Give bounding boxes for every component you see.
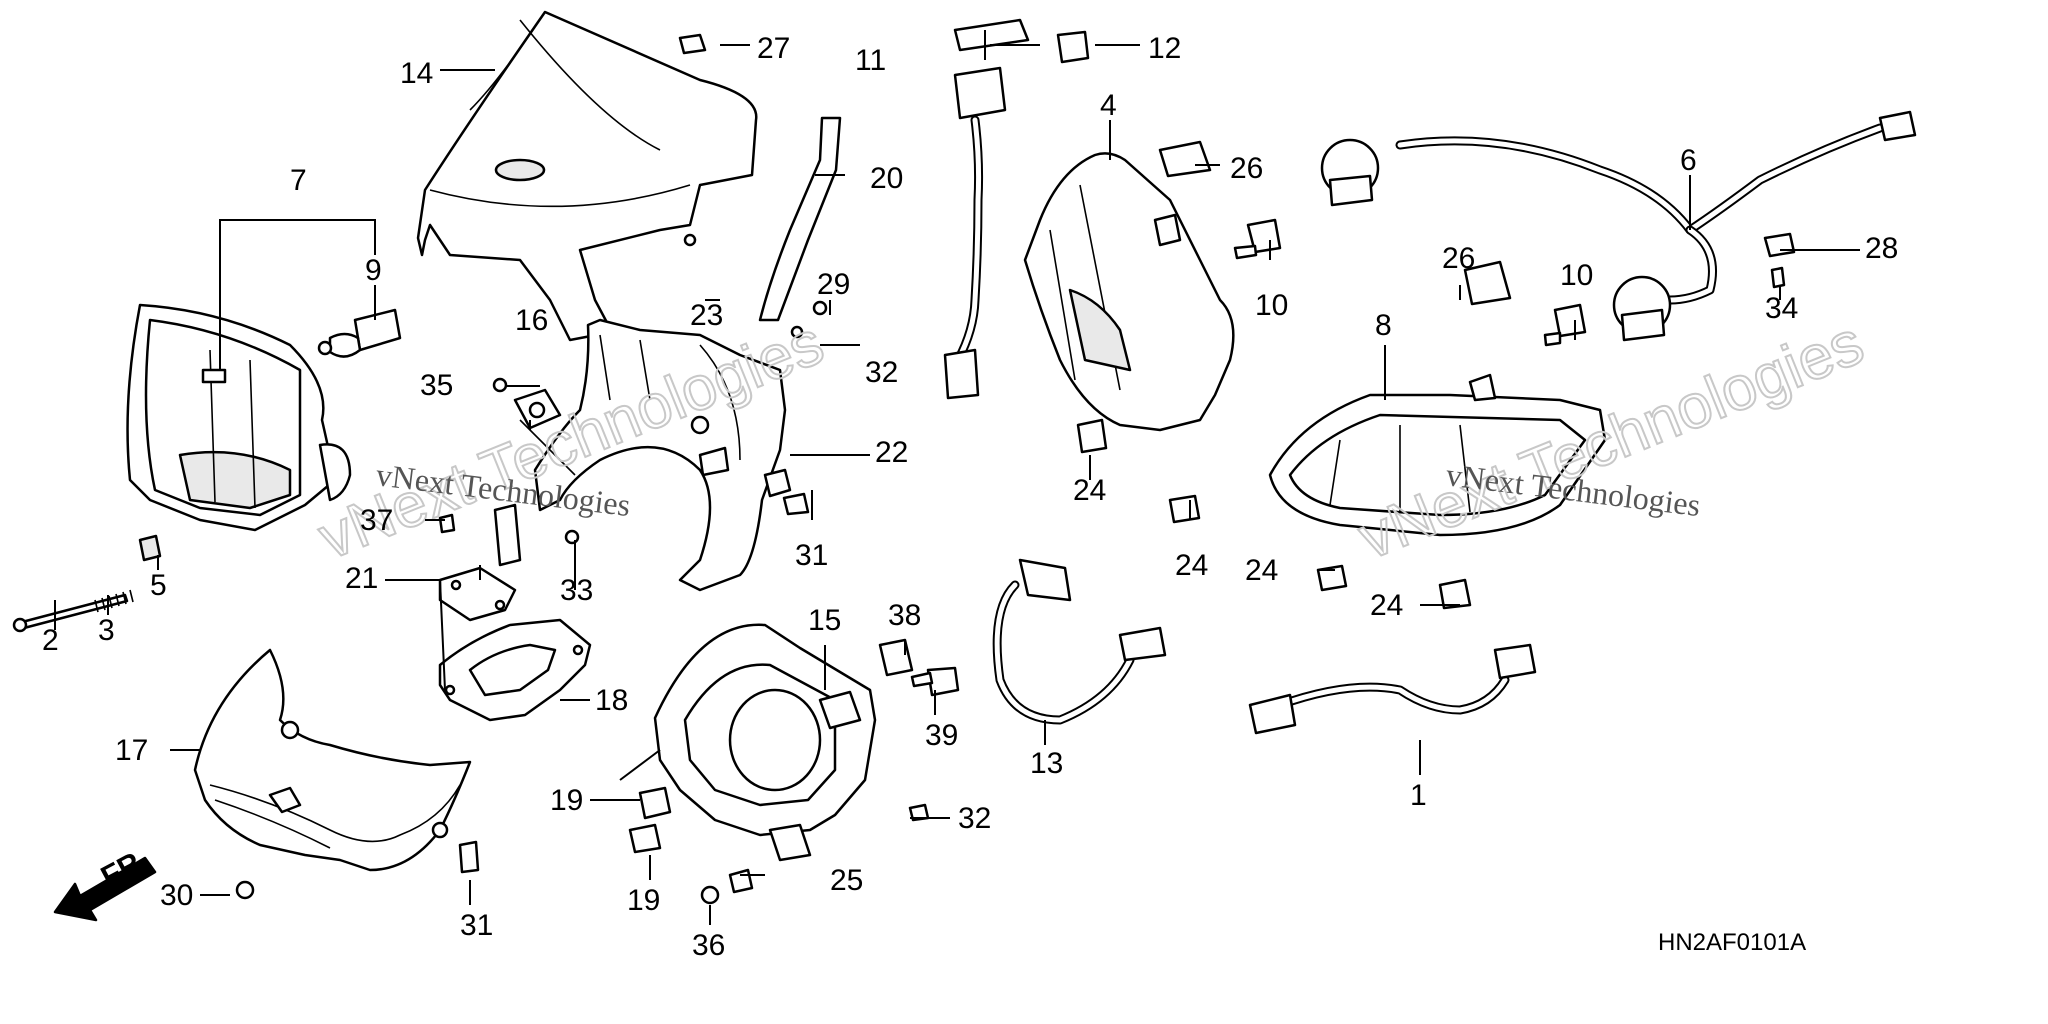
small-bulb-part (1056, 30, 1090, 64)
callout-8: 8 (1375, 309, 1392, 342)
headlight-mount-part (653, 623, 877, 862)
callout-32a: 32 (865, 356, 898, 389)
bulb-parts (1233, 218, 1587, 347)
callout-26a: 26 (1230, 152, 1263, 185)
front-direction-arrow: FR. (53, 842, 157, 922)
socket-wire-part (943, 18, 1030, 400)
top-cover-part (416, 10, 758, 342)
callout-26b: 26 (1442, 242, 1475, 275)
callout-24c: 24 (1245, 554, 1278, 587)
left-headlight-part (126, 303, 352, 532)
collar-parts (628, 786, 672, 854)
callout-4: 4 (1100, 89, 1117, 122)
callout-31b: 31 (460, 909, 493, 942)
callout-1: 1 (1410, 779, 1427, 812)
rubber-boot-parts (1158, 140, 1512, 306)
callout-24a: 24 (1073, 474, 1106, 507)
callout-13: 13 (1030, 747, 1063, 780)
callout-32b: 32 (958, 802, 991, 835)
callout-25: 25 (830, 864, 863, 897)
callout-19b: 19 (627, 884, 660, 917)
callout-37: 37 (360, 504, 393, 537)
callout-34: 34 (1765, 292, 1798, 325)
callout-28: 28 (1865, 232, 1898, 265)
leader-lines (54, 30, 1860, 925)
callout-31a: 31 (795, 539, 828, 572)
grommet-parts (1076, 418, 1472, 610)
headlight-case-part (533, 318, 792, 592)
callout-16: 16 (515, 304, 548, 337)
breather-hose-part (758, 116, 842, 322)
small-screw-parts (235, 233, 930, 900)
sub-harness-part (992, 558, 1167, 725)
callout-15: 15 (808, 604, 841, 637)
callout-9: 9 (365, 254, 382, 287)
callout-36: 36 (692, 929, 725, 962)
callout-39: 39 (925, 719, 958, 752)
callout-10a: 10 (1255, 289, 1288, 322)
callout-27: 27 (757, 32, 790, 65)
right-headlight-lower-part (1268, 373, 1607, 537)
bracket-plate-part (438, 618, 592, 722)
callout-5: 5 (150, 569, 167, 602)
callout-24b: 24 (1175, 549, 1208, 582)
callout-6: 6 (1680, 144, 1697, 177)
callout-30: 30 (160, 879, 193, 912)
headlight-bulb-part (317, 308, 402, 358)
callout-20: 20 (870, 162, 903, 195)
adjuster-screw-assembly (12, 534, 162, 633)
callout-21: 21 (345, 562, 378, 595)
callout-3: 3 (98, 614, 115, 647)
callout-33: 33 (560, 574, 593, 607)
callout-29: 29 (817, 268, 850, 301)
harness-clamp-parts (1763, 232, 1796, 289)
bolt-collar-parts (878, 638, 960, 697)
callout-labels: 14 7 9 2 3 5 17 27 11 12 20 4 26 10 26 1… (42, 32, 1898, 962)
callout-35: 35 (420, 369, 453, 402)
callout-23: 23 (690, 299, 723, 332)
callout-12: 12 (1148, 32, 1181, 65)
callout-24d: 24 (1370, 589, 1403, 622)
callout-38: 38 (888, 599, 921, 632)
callout-7: 7 (290, 164, 307, 197)
right-headlight-upper-part (1023, 152, 1235, 432)
callout-10b: 10 (1560, 259, 1593, 292)
callout-19a: 19 (550, 784, 583, 817)
lower-cowl-part (193, 648, 472, 872)
callout-22: 22 (875, 436, 908, 469)
callout-18: 18 (595, 684, 628, 717)
callout-2: 2 (42, 624, 59, 657)
wire-harness-part (1320, 110, 1917, 342)
callout-14: 14 (400, 57, 433, 90)
main-harness-part (1248, 643, 1537, 735)
clip-part (678, 33, 707, 55)
diagram-code: HN2AF0101A (1658, 929, 1806, 956)
callout-11: 11 (855, 44, 886, 77)
stay-bracket-part (513, 388, 576, 476)
callout-17: 17 (115, 734, 148, 767)
